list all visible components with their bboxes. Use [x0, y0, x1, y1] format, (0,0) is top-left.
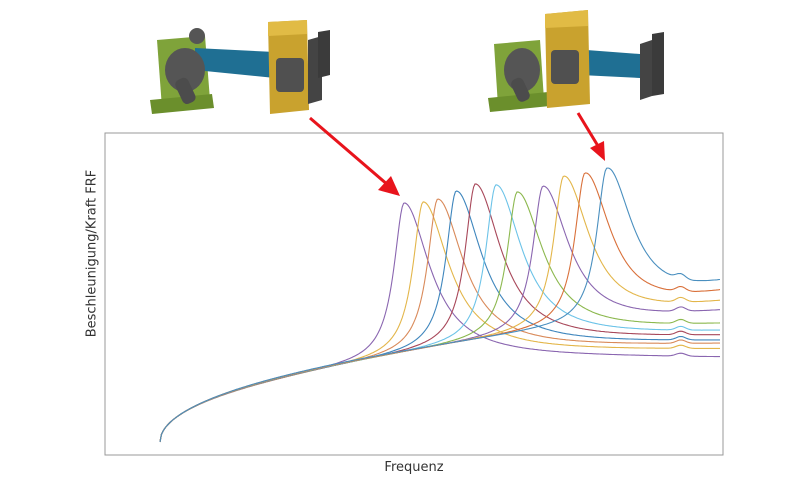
frf-curve-11	[159, 167, 721, 443]
frf-curve-7	[159, 191, 721, 443]
machine-illustration-right	[488, 10, 664, 112]
frf-curve-9	[159, 175, 721, 443]
arrow-right	[576, 112, 605, 161]
frf-curve-6	[159, 184, 720, 443]
y-axis-label: Beschleunigung/Kraft FRF	[84, 169, 100, 338]
frf-curve-4	[159, 190, 720, 443]
machine-illustration-left	[150, 20, 330, 114]
plot-frame	[104, 132, 724, 456]
frf-curve-8	[159, 185, 720, 443]
frf-curve-10	[159, 172, 721, 443]
frf-curve-1	[159, 202, 720, 442]
arrow-left	[309, 116, 400, 196]
frf-curve-5	[159, 183, 720, 443]
curves	[159, 167, 721, 443]
x-axis-label: Frequenz	[384, 460, 444, 475]
